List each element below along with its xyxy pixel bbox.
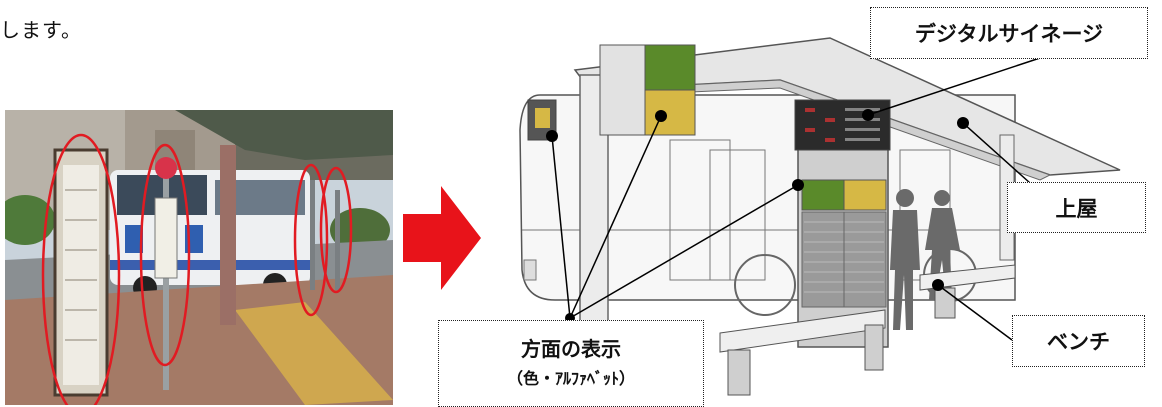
callout-roof-label: 上屋: [1055, 196, 1098, 221]
callout-direction-display: 方面の表示 （色・ｱﾙﾌｧﾍﾞｯﾄ）: [438, 320, 704, 407]
callout-digital-signage-label: デジタルサイネージ: [914, 22, 1104, 46]
callout-roof: 上屋: [1007, 182, 1146, 233]
callout-bench-label: ベンチ: [1047, 330, 1110, 354]
callout-bench: ベンチ: [1012, 315, 1145, 367]
callout-direction-title: 方面の表示: [521, 336, 621, 361]
callout-digital-signage: デジタルサイネージ: [870, 7, 1148, 59]
bus-stop-photo: [5, 110, 393, 405]
intro-text: します。: [0, 18, 82, 42]
callout-direction-subtitle: （色・ｱﾙﾌｧﾍﾞｯﾄ）: [506, 368, 635, 388]
right-arrow-icon: [403, 186, 481, 290]
